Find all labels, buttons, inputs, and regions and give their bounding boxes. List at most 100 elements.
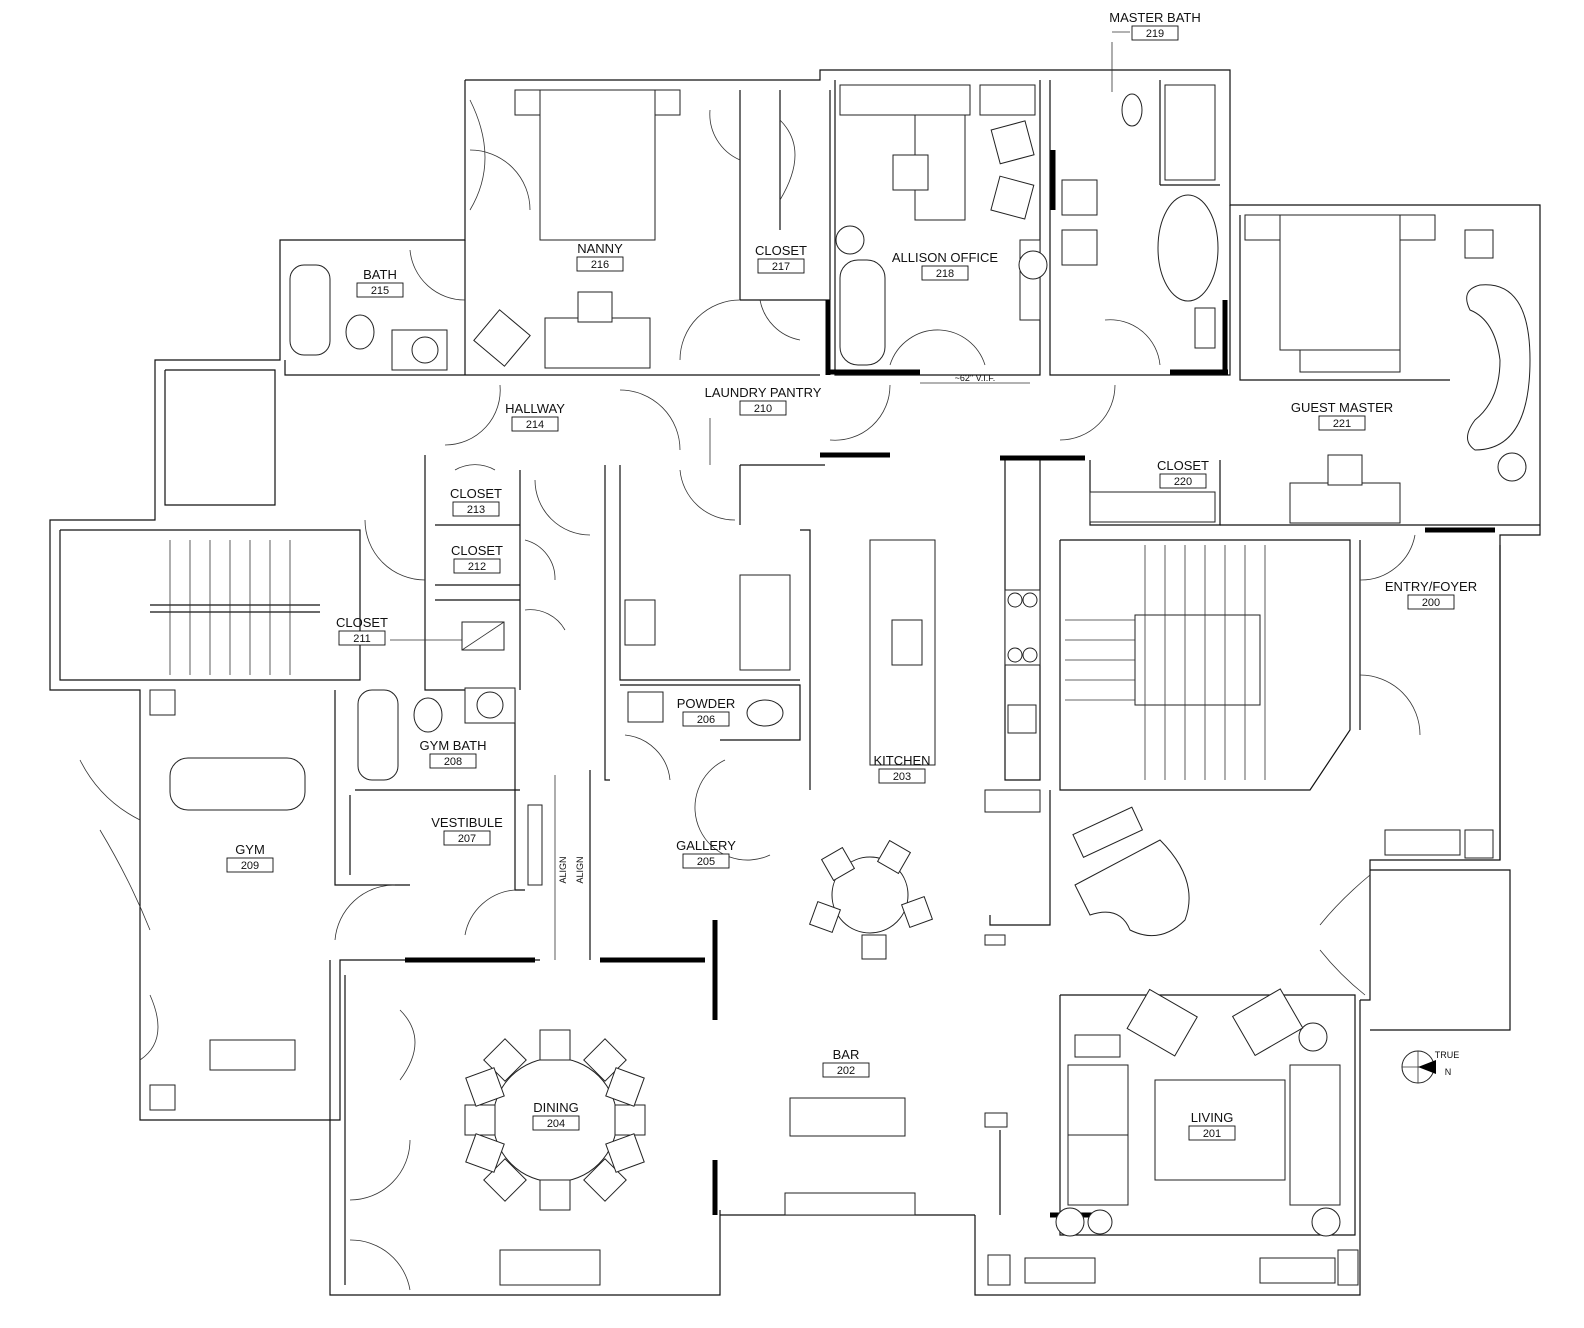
room-label: GALLERY 205 — [676, 838, 736, 869]
room-number-box — [757, 258, 805, 274]
room-number-box — [226, 857, 274, 873]
room-label: KITCHEN 203 — [873, 753, 931, 784]
room-number: 212 — [468, 561, 486, 573]
room-number-box — [1318, 415, 1366, 431]
room-name: ALLISON OFFICE — [892, 250, 999, 265]
room-number: 220 — [1174, 476, 1192, 488]
room-number: 207 — [458, 833, 476, 845]
room-name: POWDER — [677, 696, 736, 711]
room-number-box — [1159, 473, 1207, 489]
room-name: LIVING — [1191, 1110, 1234, 1125]
room-name: DINING — [533, 1100, 579, 1115]
room-number-box — [443, 830, 491, 846]
room-number: 206 — [697, 714, 715, 726]
room-number: 221 — [1333, 418, 1351, 430]
room-number: 210 — [754, 403, 772, 415]
room-label: ALLISON OFFICE 218 — [892, 250, 999, 281]
align-label-2: ALIGN — [575, 856, 585, 883]
room-label: HALLWAY 214 — [505, 401, 565, 432]
room-name: CLOSET — [451, 543, 503, 558]
compass-true-label: TRUE — [1435, 1050, 1460, 1060]
room-number: 204 — [547, 1118, 565, 1130]
dimension-label: ~62" V.I.F. — [955, 373, 996, 383]
room-name: BAR — [833, 1047, 860, 1062]
room-label: CLOSET 211 — [336, 615, 388, 646]
room-name: CLOSET — [1157, 458, 1209, 473]
room-number: 216 — [591, 259, 609, 271]
room-name: CLOSET — [755, 243, 807, 258]
room-name: LAUNDRY PANTRY — [705, 385, 822, 400]
room-number: 214 — [526, 419, 544, 431]
room-number-box — [822, 1062, 870, 1078]
room-number-box — [338, 630, 386, 646]
room-name: CLOSET — [336, 615, 388, 630]
room-number-box — [532, 1115, 580, 1131]
fixtures — [149, 84, 1531, 1286]
room-name: HALLWAY — [505, 401, 565, 416]
stairs — [169, 540, 1266, 780]
room-label: LAUNDRY PANTRY 210 — [705, 385, 822, 416]
room-name: GYM BATH — [420, 738, 487, 753]
room-label: GYM 209 — [226, 842, 274, 873]
room-number-box — [739, 400, 787, 416]
room-name: GALLERY — [676, 838, 736, 853]
room-number-box — [1188, 1125, 1236, 1141]
room-number-box — [1131, 25, 1179, 41]
room-name: GUEST MASTER — [1291, 400, 1393, 415]
room-number-box — [682, 711, 730, 727]
door-swings — [79, 99, 1421, 1291]
room-number: 217 — [772, 261, 790, 273]
room-label: CLOSET 212 — [451, 543, 503, 574]
room-label: ENTRY/FOYER 200 — [1385, 579, 1477, 610]
room-label: BATH 215 — [356, 267, 404, 298]
room-number: 205 — [697, 856, 715, 868]
annotations: ~62" V.I.F. ALIGN ALIGN TRUE N — [390, 31, 1460, 1084]
room-number-box — [576, 256, 624, 272]
room-name: ENTRY/FOYER — [1385, 579, 1477, 594]
room-label: LIVING 201 — [1188, 1110, 1236, 1141]
room-number-box — [682, 853, 730, 869]
room-number-box — [878, 768, 926, 784]
room-label: MASTER BATH 219 — [1109, 10, 1201, 41]
room-label: VESTIBULE 207 — [431, 815, 503, 846]
room-name: CLOSET — [450, 486, 502, 501]
room-number: 211 — [353, 633, 371, 645]
room-number: 201 — [1203, 1128, 1221, 1140]
chairs — [464, 839, 934, 1211]
room-label: DINING 204 — [532, 1100, 580, 1131]
room-label: CLOSET 213 — [450, 486, 502, 517]
room-number: 213 — [467, 504, 485, 516]
align-label-1: ALIGN — [558, 856, 568, 883]
room-label: NANNY 216 — [576, 241, 624, 272]
room-name: NANNY — [577, 241, 623, 256]
room-name: KITCHEN — [873, 753, 930, 768]
room-name: VESTIBULE — [431, 815, 503, 830]
room-number-box — [452, 501, 500, 517]
room-label: GUEST MASTER 221 — [1291, 400, 1393, 431]
room-label: POWDER 206 — [677, 696, 736, 727]
room-name: MASTER BATH — [1109, 10, 1201, 25]
room-name: GYM — [235, 842, 265, 857]
room-label: BAR 202 — [822, 1047, 870, 1078]
room-number-box — [1407, 594, 1455, 610]
room-number-box — [453, 558, 501, 574]
room-number: 202 — [837, 1065, 855, 1077]
room-label: CLOSET 220 — [1157, 458, 1209, 489]
room-number-box — [921, 265, 969, 281]
room-number: 219 — [1146, 28, 1164, 40]
room-number-box — [429, 753, 477, 769]
room-label: GYM BATH 208 — [420, 738, 487, 769]
room-number-box — [511, 416, 559, 432]
room-number: 208 — [444, 756, 462, 768]
compass-north-label: N — [1445, 1067, 1452, 1077]
room-number: 203 — [893, 771, 911, 783]
room-name: BATH — [363, 267, 397, 282]
room-number-box — [356, 282, 404, 298]
room-number: 215 — [371, 285, 389, 297]
room-number: 209 — [241, 860, 259, 872]
room-number: 200 — [1422, 597, 1440, 609]
room-number: 218 — [936, 268, 954, 280]
room-label: CLOSET 217 — [755, 243, 807, 274]
